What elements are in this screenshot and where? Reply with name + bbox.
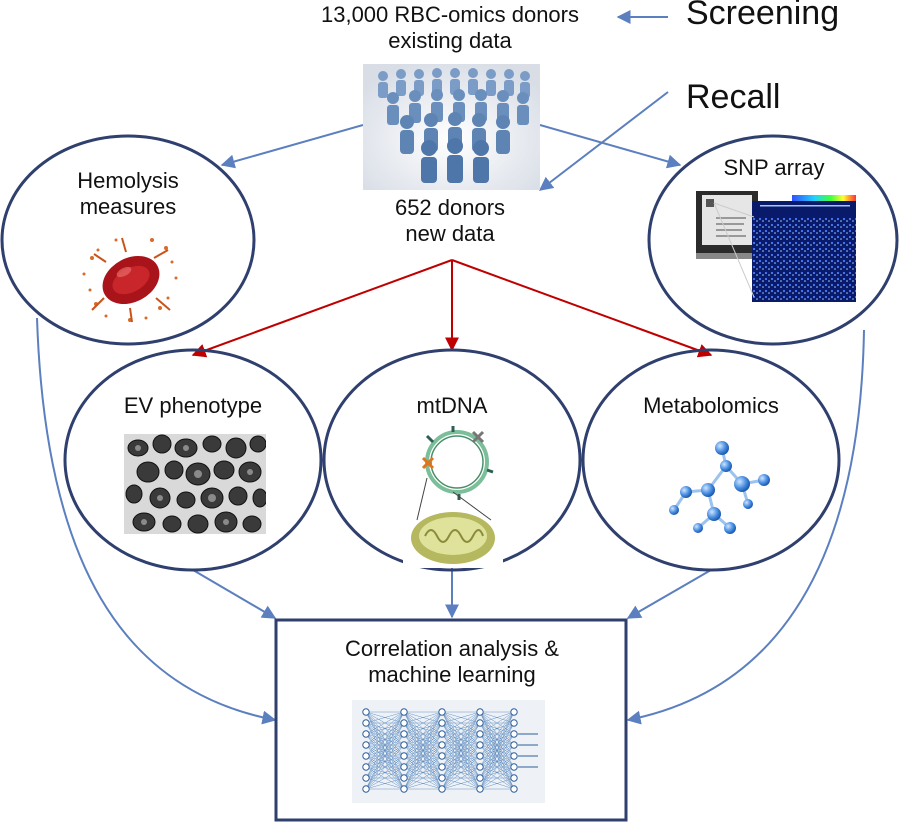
arrow-snp-to-output — [626, 329, 865, 725]
mtdna-circle — [322, 348, 582, 572]
output-box — [274, 618, 628, 822]
neural-network-icon — [352, 700, 545, 803]
mitochondrial-dna-icon — [403, 422, 503, 568]
screening-label: Screening — [686, 0, 840, 32]
recall-line1: 652 donors — [394, 195, 506, 220]
source-line1: 13,000 RBC-omics donors — [320, 2, 579, 27]
ev-circle — [63, 348, 323, 572]
molecule-structure-icon — [664, 430, 774, 542]
ev-label: EV phenotype — [123, 393, 263, 418]
source-label: 13,000 RBC-omics donors existing data — [290, 2, 610, 54]
output-label: Correlation analysis & machine learning — [282, 636, 622, 688]
recall-group-label: 652 donors new data — [365, 195, 535, 247]
metabolomics-circle — [581, 348, 841, 572]
recall-label: Recall — [686, 78, 781, 116]
recall-line2: new data — [405, 220, 495, 246]
arrow-recall-to-ev — [191, 259, 453, 358]
recall-arrow — [538, 91, 669, 191]
snp-circle — [647, 134, 899, 346]
genechip-array-icon — [692, 187, 856, 302]
source-line2: existing data — [388, 27, 512, 53]
output-line2: machine learning — [368, 661, 536, 687]
mtdna-label: mtDNA — [416, 393, 488, 418]
arrow-source-to-hemolysis — [220, 124, 364, 169]
metabolomics-label: Metabolomics — [643, 393, 779, 418]
red-blood-cell-lysis-icon — [76, 228, 184, 330]
hemolysis-circle — [0, 134, 256, 346]
arrow-metabolomics-to-output — [626, 569, 712, 619]
hemolysis-line1: Hemolysis — [77, 168, 179, 193]
output-line1: Correlation analysis & — [345, 636, 559, 661]
hemolysis-line2: measures — [79, 193, 177, 219]
arrow-source-to-snp — [539, 124, 682, 169]
arrow-ev-to-output — [192, 569, 277, 619]
electron-micrograph-vesicles-icon — [124, 434, 266, 534]
arrow-recall-to-metabolomics — [451, 259, 713, 358]
hemolysis-label: Hemolysis measures — [28, 168, 228, 220]
arrow-hemolysis-to-output — [36, 317, 277, 725]
crowd-of-donors-icon — [363, 64, 540, 190]
snp-label: SNP array — [723, 155, 825, 180]
